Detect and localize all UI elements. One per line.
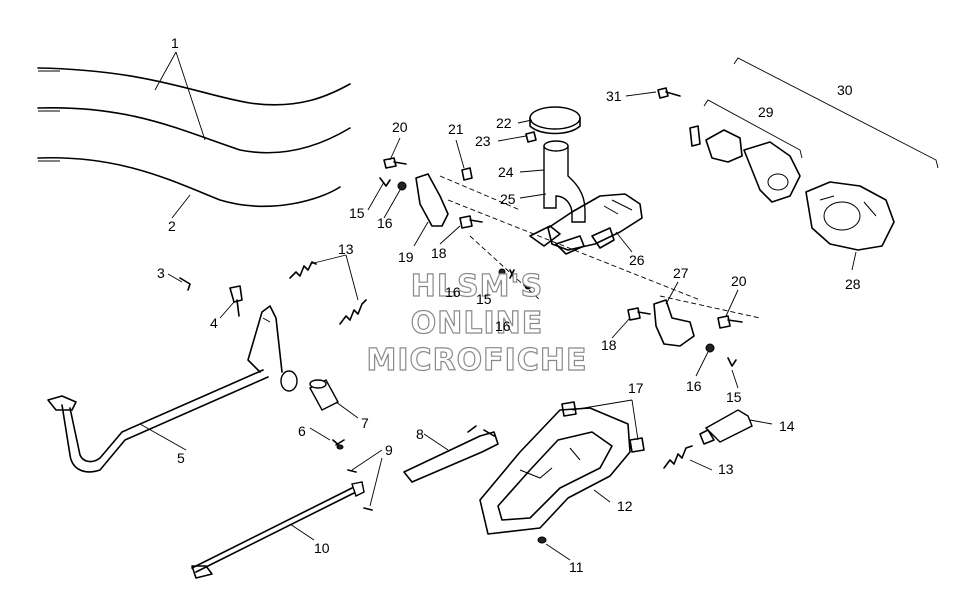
callout-21: 21 <box>448 121 464 137</box>
brake-cables <box>37 67 351 207</box>
callout-30: 30 <box>837 82 853 98</box>
callout-26: 26 <box>629 252 645 268</box>
callout-7: 7 <box>361 415 369 431</box>
callout-12: 12 <box>617 498 633 514</box>
callout-11: 11 <box>569 559 584 575</box>
callout-18-right: 18 <box>601 337 617 353</box>
callout-6: 6 <box>298 423 306 439</box>
callout-14: 14 <box>779 418 795 434</box>
callout-10: 10 <box>314 540 330 556</box>
callout-5: 5 <box>177 450 185 466</box>
watermark: HLSM'S ONLINE MICROFICHE <box>366 268 588 378</box>
callout-labels: 1 2 3 4 5 6 7 8 9 10 11 12 13 13 14 15 1… <box>157 35 861 575</box>
callout-16-middle-a: 16 <box>445 284 461 300</box>
callout-27: 27 <box>673 265 689 281</box>
callout-13-right: 13 <box>718 461 734 477</box>
callout-13-left: 13 <box>338 241 354 257</box>
fasteners <box>383 87 743 329</box>
callout-4: 4 <box>210 315 218 331</box>
assembly-lines <box>439 175 761 319</box>
callout-17: 17 <box>628 380 644 396</box>
callout-22: 22 <box>496 115 512 131</box>
callout-20-upper: 20 <box>392 119 408 135</box>
callout-9: 9 <box>385 442 393 458</box>
callout-23: 23 <box>475 133 491 149</box>
watermark-line-3: MICROFICHE <box>367 343 588 378</box>
caliper-parts <box>689 125 895 251</box>
small-hardware <box>179 277 547 544</box>
callout-31: 31 <box>606 88 622 104</box>
callout-20-right: 20 <box>731 273 747 289</box>
callout-18-upper: 18 <box>431 245 447 261</box>
callout-1: 1 <box>171 35 179 51</box>
callout-2: 2 <box>168 218 176 234</box>
mounting-bracket <box>479 407 631 535</box>
bushing <box>309 379 339 411</box>
callout-15-upper: 15 <box>349 205 365 221</box>
watermark-line-2: ONLINE <box>411 306 544 341</box>
callout-25: 25 <box>500 191 516 207</box>
watermark-line-1: HLSM'S <box>411 269 543 304</box>
leader-lines <box>139 51 857 561</box>
callout-3: 3 <box>157 265 165 281</box>
callout-8: 8 <box>416 426 424 442</box>
callout-16-upper: 16 <box>377 215 393 231</box>
return-springs <box>289 261 693 469</box>
callout-19: 19 <box>398 249 414 265</box>
pivot-brackets <box>415 173 695 347</box>
callout-15-right: 15 <box>726 389 742 405</box>
callout-24: 24 <box>498 164 514 180</box>
callout-28: 28 <box>845 276 861 292</box>
callout-16-right: 16 <box>686 378 702 394</box>
callout-15-middle: 15 <box>476 291 492 307</box>
brake-rod <box>191 481 365 579</box>
brake-pedal <box>47 305 298 473</box>
brake-light-switch <box>699 409 753 445</box>
callout-29: 29 <box>758 104 774 120</box>
master-cylinder <box>529 106 643 255</box>
group-brackets <box>703 57 939 169</box>
lever-arm <box>403 425 499 483</box>
callout-16-middle-b: 16 <box>495 318 511 334</box>
